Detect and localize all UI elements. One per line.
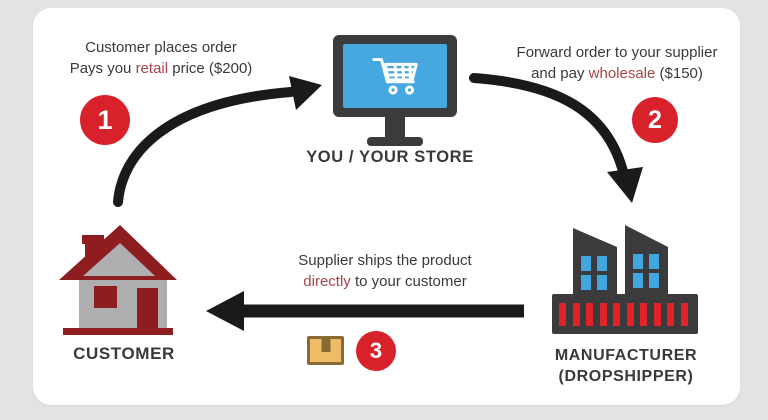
step2-caption: Forward order to your supplier and pay w… xyxy=(492,42,742,84)
store-node xyxy=(330,33,460,148)
step1-line2: Pays you retail price ($200) xyxy=(36,58,286,79)
step2-highlight: wholesale xyxy=(588,65,656,82)
step1-caption: Customer places order Pays you retail pr… xyxy=(36,37,286,79)
step3-caption: Supplier ships the product directly to y… xyxy=(260,250,510,292)
step1-line2-post: price ($200) xyxy=(168,60,253,77)
step3-line1: Supplier ships the product xyxy=(298,252,472,269)
step1-line1: Customer places order xyxy=(85,39,237,56)
manufacturer-label: MANUFACTURER (DROPSHIPPER) xyxy=(526,345,726,387)
step2-number: 2 xyxy=(648,105,662,134)
customer-label: CUSTOMER xyxy=(73,344,175,363)
manufacturer-label-line2: (DROPSHIPPER) xyxy=(558,368,694,385)
store-label: YOU / YOUR STORE xyxy=(306,148,474,166)
shopping-cart-icon xyxy=(372,58,418,95)
house-icon xyxy=(59,225,177,335)
monitor-base xyxy=(367,137,423,146)
step3-highlight: directly xyxy=(303,273,351,290)
step2-line2-pre: and pay xyxy=(531,65,589,82)
factory-windows xyxy=(581,254,659,290)
factory-stripes xyxy=(559,303,688,326)
package-icon xyxy=(307,336,344,365)
step1-number: 1 xyxy=(97,104,113,135)
monitor-stand xyxy=(385,117,405,139)
package-flap xyxy=(321,339,330,352)
step3-number: 3 xyxy=(369,338,383,363)
step1-badge: 1 xyxy=(80,95,130,145)
step1-highlight: retail xyxy=(135,60,169,77)
step2-badge: 2 xyxy=(632,97,678,143)
factory-icon xyxy=(552,225,698,334)
step1-line2-pre: Pays you xyxy=(69,60,136,77)
step2-line2-post: ($150) xyxy=(655,65,703,82)
step3-badge: 3 xyxy=(356,331,396,371)
manufacturer-label-line1: MANUFACTURER xyxy=(554,347,698,364)
step2-line1: Forward order to your supplier xyxy=(516,44,718,61)
step3-line2: directly to your customer xyxy=(260,271,510,292)
step2-line2: and pay wholesale ($150) xyxy=(492,63,742,84)
step3-line2-post: to your customer xyxy=(350,273,467,290)
